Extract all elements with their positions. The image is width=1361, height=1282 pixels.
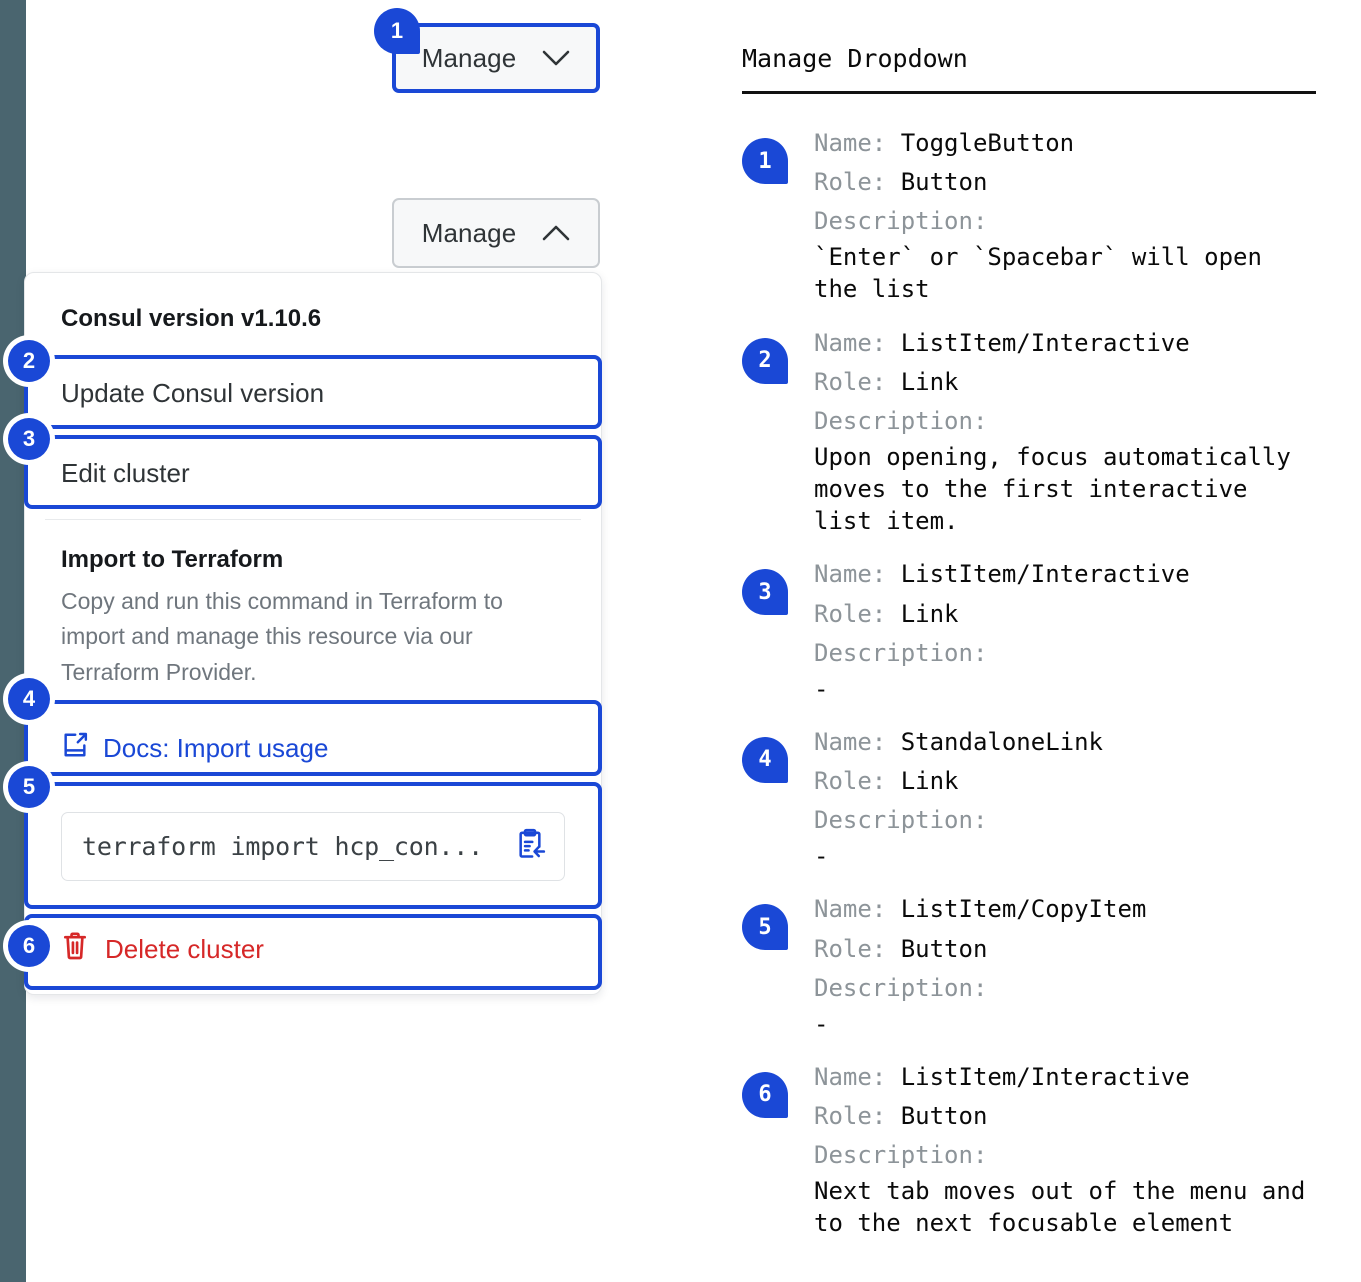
legend-role-label: Role: — [814, 767, 887, 796]
legend-title: Manage Dropdown — [742, 44, 968, 73]
legend-description-value: Upon opening, focus automatically moves … — [814, 442, 1291, 536]
legend-description-label: Description: — [814, 973, 988, 1002]
docs-import-usage-link[interactable]: Docs: Import usage — [25, 709, 601, 790]
legend-role-value: Button — [900, 168, 988, 197]
menu-item-edit-cluster[interactable]: Edit cluster — [25, 434, 601, 515]
legend-name-value: ListItem/Interactive — [900, 1062, 1190, 1091]
legend-entry-body: Name: ToggleButton Role: Button Descript… — [814, 124, 1342, 306]
import-to-terraform-description: Copy and run this command in Terraform t… — [61, 587, 503, 686]
legend-name-value: ListItem/Interactive — [900, 328, 1190, 357]
legend-description-label: Description: — [814, 406, 988, 435]
legend-name-label: Name: — [814, 129, 887, 157]
legend-description-value: `Enter` or `Spacebar` will open the list — [814, 243, 1262, 304]
callout-badge-2: 2 — [8, 340, 50, 382]
legend-role-label: Role: — [814, 168, 887, 197]
legend-role-label: Role: — [814, 934, 887, 963]
legend-entry: 5 Name: ListItem/CopyItem Role: Button D… — [742, 878, 1342, 1045]
import-to-terraform-title: Import to Terraform — [61, 545, 284, 573]
legend-description-value: - — [814, 842, 829, 871]
legend-badge-1: 1 — [742, 138, 788, 184]
legend-entry: 1 Name: ToggleButton Role: Button Descri… — [742, 112, 1342, 312]
legend-entry: 3 Name: ListItem/Interactive Role: Link … — [742, 543, 1342, 710]
legend-description-label: Description: — [814, 1141, 988, 1170]
legend-name-label: Name: — [814, 1062, 887, 1091]
legend-entry-body: Name: ListItem/CopyItem Role: Button Des… — [814, 890, 1342, 1039]
menu-item-update-consul-version[interactable]: Update Consul version — [25, 355, 601, 435]
legend-description-value: - — [814, 674, 829, 703]
legend-role-label: Role: — [814, 1102, 887, 1130]
legend-badge-2: 2 — [742, 337, 788, 384]
legend-role-value: Link — [900, 599, 959, 628]
legend-description-value: Next tab moves out of the menu and to th… — [814, 1177, 1306, 1238]
legend-description-label: Description: — [814, 638, 988, 667]
chevron-up-icon — [542, 225, 570, 242]
legend-divider — [742, 91, 1316, 94]
legend-entry-body: Name: ListItem/Interactive Role: Link De… — [814, 555, 1342, 704]
legend-description-label: Description: — [814, 806, 988, 835]
callout-badge-6: 6 — [8, 925, 50, 967]
legend-name-value: ListItem/CopyItem — [900, 895, 1147, 924]
consul-version-heading: Consul version v1.10.6 — [61, 305, 322, 332]
legend-badge-5: 5 — [742, 904, 788, 951]
legend-description-label: Description: — [814, 207, 988, 236]
callout-badge-3: 3 — [8, 418, 50, 460]
dropdown-demo-pane: Manage Manage Consul version v1.10.6 Upd… — [8, 8, 602, 995]
docs-import-usage-label: Docs: Import usage — [103, 732, 329, 763]
legend-name-label: Name: — [814, 895, 887, 924]
legend-role-label: Role: — [814, 367, 887, 396]
legend-badge-3: 3 — [742, 569, 788, 616]
legend-entry-body: Name: StandaloneLink Role: Link Descript… — [814, 723, 1342, 872]
legend-entry-body: Name: ListItem/Interactive Role: Button … — [814, 1058, 1342, 1240]
menu-item-delete-cluster[interactable]: Delete cluster — [25, 907, 601, 994]
left-nav-rail — [0, 0, 26, 1282]
legend-name-label: Name: — [814, 328, 887, 357]
legend-role-label: Role: — [814, 599, 887, 628]
terraform-command-text: terraform import hcp_con... — [82, 831, 483, 861]
legend-role-value: Link — [900, 367, 959, 396]
legend-role-value: Button — [900, 934, 988, 963]
terraform-command-wrapper: terraform import hcp_con... — [25, 790, 601, 907]
trash-icon — [61, 931, 89, 968]
annotation-legend-pane: Manage Dropdown 1 Name: ToggleButton Rol… — [742, 0, 1342, 1282]
legend-description-value: - — [814, 1009, 829, 1038]
legend-name-value: StandaloneLink — [900, 727, 1103, 756]
clipboard-copy-icon[interactable] — [514, 828, 546, 865]
legend-badge-6: 6 — [742, 1071, 788, 1118]
callout-badge-4: 4 — [8, 678, 50, 720]
manage-button-label-expanded: Manage — [421, 217, 517, 248]
legend-entry-list: 1 Name: ToggleButton Role: Button Descri… — [742, 112, 1342, 1246]
legend-entry: 2 Name: ListItem/Interactive Role: Link … — [742, 312, 1342, 544]
legend-role-value: Button — [900, 1102, 988, 1130]
callout-badge-1: 1 — [374, 8, 420, 54]
manage-dropdown-panel: Consul version v1.10.6 Update Consul ver… — [24, 272, 602, 995]
docs-external-link-icon — [61, 731, 89, 766]
manage-button-collapsed[interactable]: Manage — [392, 23, 600, 93]
manage-button-label: Manage — [421, 42, 517, 73]
delete-cluster-label: Delete cluster — [105, 933, 264, 964]
legend-entry: 4 Name: StandaloneLink Role: Link Descri… — [742, 711, 1342, 878]
legend-name-value: ListItem/Interactive — [900, 560, 1190, 589]
legend-name-label: Name: — [814, 727, 887, 756]
legend-name-label: Name: — [814, 560, 887, 589]
terraform-command-copy-field[interactable]: terraform import hcp_con... — [61, 811, 565, 881]
legend-role-value: Link — [900, 767, 959, 796]
manage-button-expanded[interactable]: Manage — [392, 198, 600, 268]
legend-name-value: ToggleButton — [900, 129, 1075, 157]
callout-badge-5: 5 — [8, 766, 50, 808]
legend-entry-body: Name: ListItem/Interactive Role: Link De… — [814, 324, 1342, 538]
chevron-down-icon — [542, 50, 570, 67]
legend-entry: 6 Name: ListItem/Interactive Role: Butto… — [742, 1046, 1342, 1246]
menu-divider — [45, 518, 581, 520]
legend-badge-4: 4 — [742, 736, 788, 783]
